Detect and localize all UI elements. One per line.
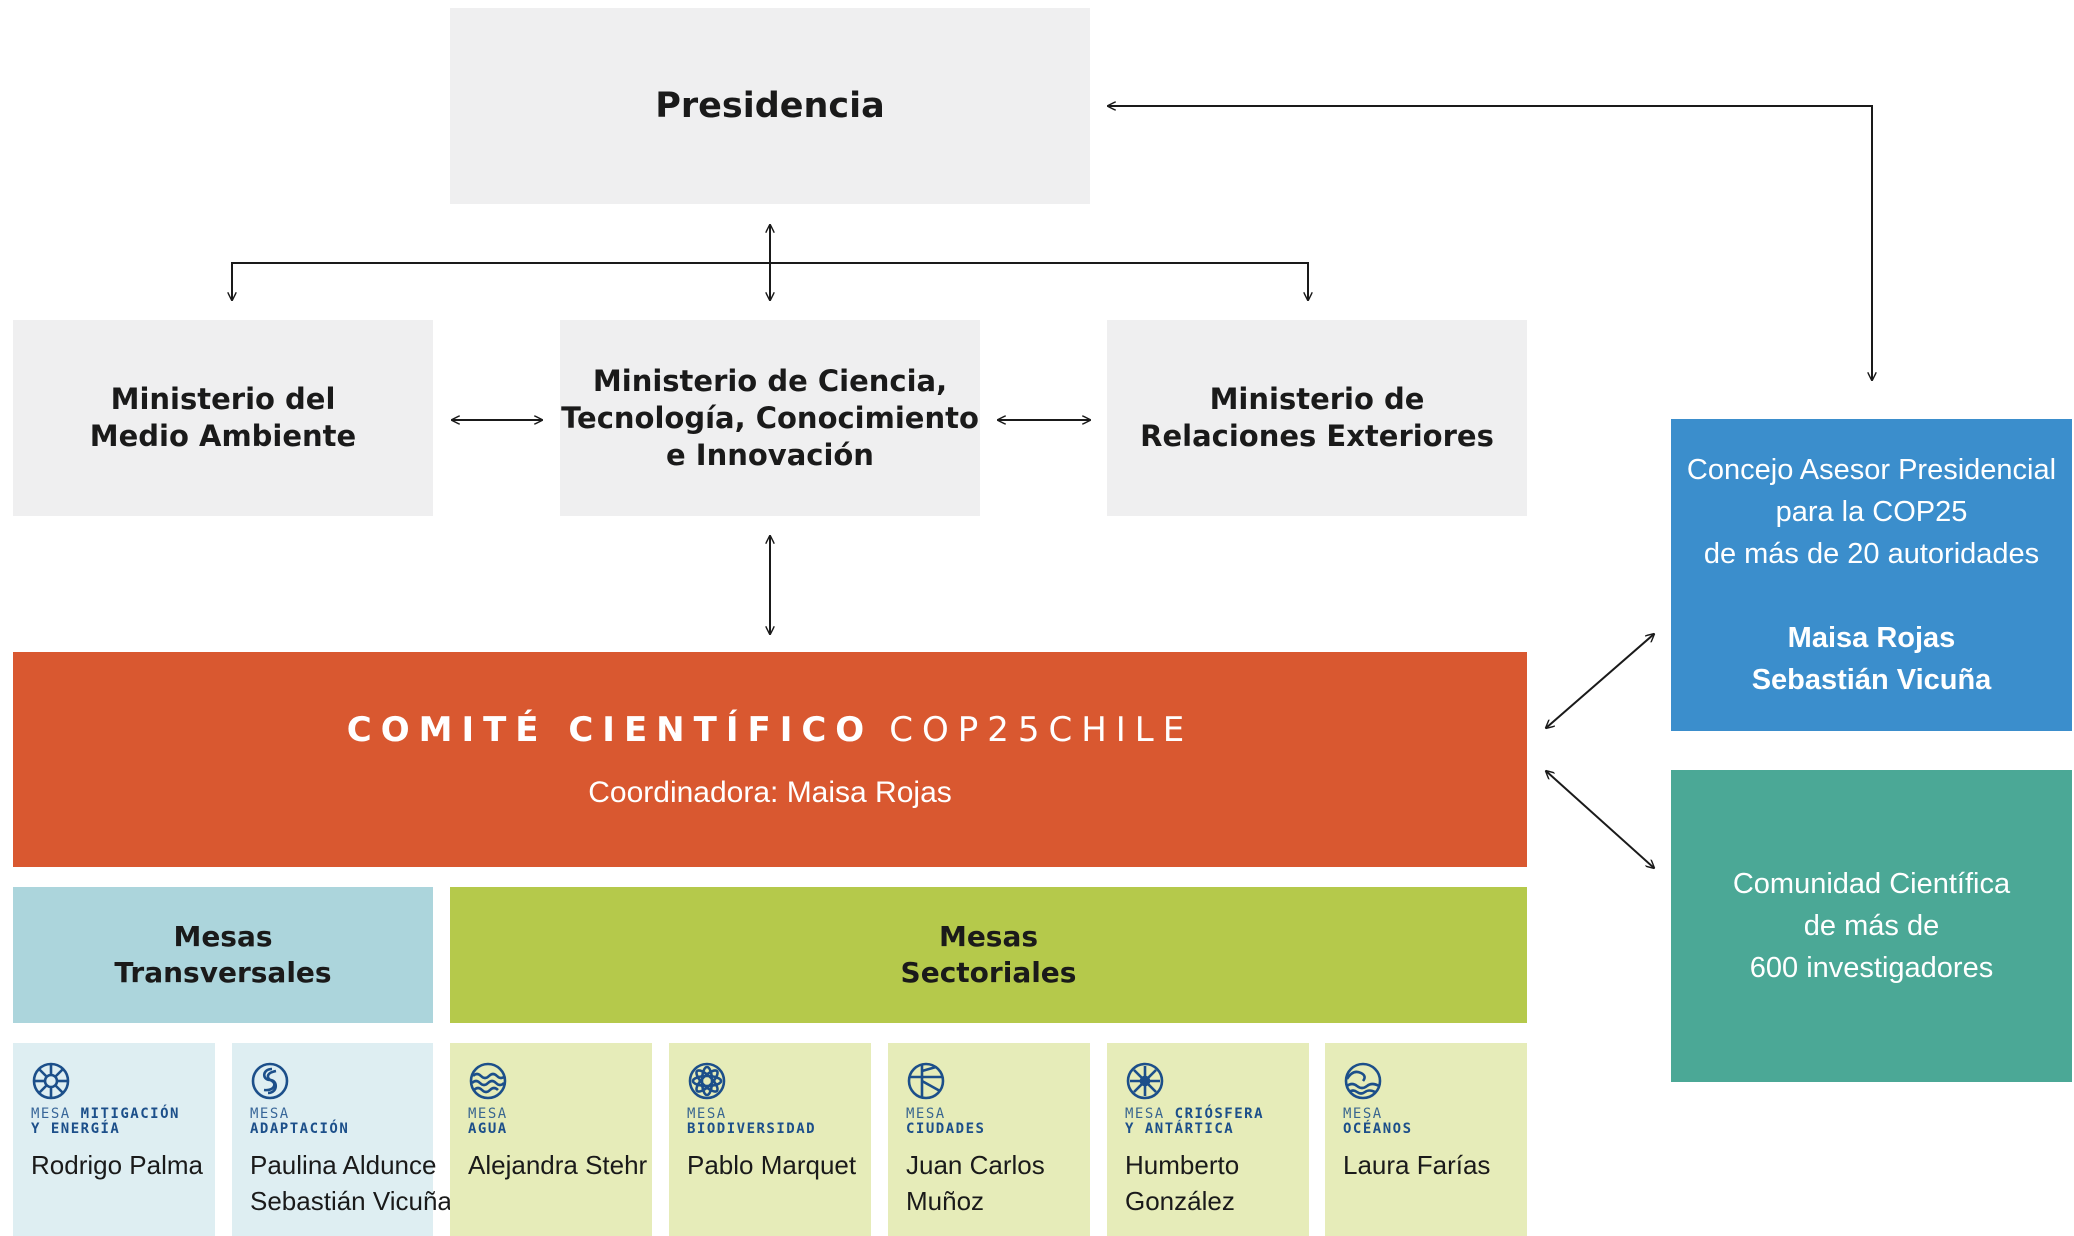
ministerio-relaciones-line2: Relaciones Exteriores — [1140, 419, 1494, 453]
comunidad-line3: 600 investigadores — [1749, 952, 1994, 984]
mesas-sectoriales-line1: Mesas — [938, 920, 1039, 953]
mesa-prefix: MESA — [1343, 1106, 1383, 1122]
mesa-card-ciudades: MESA CIUDADES Juan Carlos Muñoz — [888, 1043, 1090, 1236]
presidencia-label: Presidencia — [655, 86, 885, 126]
arrow-comite-concejo — [1546, 634, 1654, 728]
mesa-people: Rodrigo Palma — [31, 1147, 215, 1183]
comite-title: COMITÉ CIENTÍFICO COP25CHILE — [347, 710, 1193, 750]
city-icon — [907, 1062, 945, 1100]
ministerio-medio-ambiente-line1: Ministerio del — [110, 382, 336, 416]
mesa-person: Pablo Marquet — [687, 1150, 857, 1180]
concejo-name1: Maisa Rojas — [1787, 622, 1956, 654]
mesa-name-line2: Y ENERGÍA — [31, 1121, 121, 1137]
spiral-icon — [251, 1062, 289, 1100]
ministerio-ciencia-line3: e Innovación — [666, 437, 874, 472]
mesa-people: Pablo Marquet — [687, 1147, 871, 1183]
mesa-person: Sebastián Vicuña — [250, 1186, 452, 1216]
mesa-people: Humberto González — [1125, 1147, 1309, 1219]
mesa-label: MESA AGUA — [468, 1107, 652, 1137]
mesa-name-line2: Y ANTÁRTICA — [1125, 1121, 1235, 1137]
mesa-label: MESA OCÉANOS — [1343, 1107, 1527, 1137]
mesa-name-line2: AGUA — [468, 1121, 508, 1137]
mesa-label: MESA CIUDADES — [906, 1107, 1090, 1137]
connector-pres-relaciones — [770, 262, 1308, 300]
mesa-prefix: MESA — [468, 1106, 508, 1122]
mesas-sectoriales-box: Mesas Sectoriales — [450, 887, 1527, 1023]
mesa-person: González — [1125, 1186, 1235, 1216]
ministerio-medio-ambiente-box: Ministerio del Medio Ambiente — [13, 320, 433, 516]
mesa-people: Juan Carlos Muñoz — [906, 1147, 1090, 1219]
mesa-label: MESA ADAPTACIÓN — [250, 1107, 433, 1137]
connector-pres-medio — [232, 262, 770, 300]
mesa-card-oceanos: MESA OCÉANOS Laura Farías — [1325, 1043, 1527, 1236]
mesa-person: Laura Farías — [1343, 1150, 1491, 1180]
comite-title-bold: COMITÉ CIENTÍFICO — [346, 709, 874, 750]
mesa-person: Paulina Aldunce — [250, 1150, 437, 1180]
mesas-transversales-line2: Transversales — [114, 956, 332, 989]
sun-icon — [32, 1062, 70, 1100]
mesas-transversales-box: Mesas Transversales — [13, 887, 433, 1023]
mesa-person: Muñoz — [906, 1186, 985, 1216]
ministerio-ciencia-line2: Tecnología, Conocimiento — [561, 400, 979, 435]
mesa-name-line2: OCÉANOS — [1343, 1121, 1413, 1137]
concejo-line3: de más de 20 autoridades — [1703, 538, 2040, 570]
mesa-prefix: MESA — [906, 1106, 946, 1122]
mesa-card-biodiversidad: MESA BIODIVERSIDAD Pablo Marquet — [669, 1043, 871, 1236]
waves-icon — [1344, 1062, 1382, 1100]
mesa-name-line1: CRIÓSFERA — [1174, 1106, 1265, 1122]
concejo-line1: Concejo Asesor Presidencial — [1686, 454, 2057, 486]
mesa-prefix: MESA — [31, 1106, 71, 1122]
ministerio-medio-ambiente-line2: Medio Ambiente — [89, 419, 357, 453]
mesa-people: Laura Farías — [1343, 1147, 1527, 1183]
comite-title-light: COP25CHILE — [889, 709, 1194, 750]
mesa-prefix: MESA — [1125, 1106, 1165, 1122]
mesa-person: Alejandra Stehr — [468, 1150, 648, 1180]
comite-cientifico-box: COMITÉ CIENTÍFICO COP25CHILE Coordinadora… — [13, 652, 1527, 867]
mesa-person: Juan Carlos — [906, 1150, 1045, 1180]
mesa-people: Paulina Aldunce Sebastián Vicuña — [250, 1147, 452, 1219]
mesa-people: Alejandra Stehr — [468, 1147, 652, 1183]
concejo-line2: para la COP25 — [1775, 496, 1968, 528]
ministerio-relaciones-box: Ministerio de Relaciones Exteriores — [1107, 320, 1527, 516]
ministerio-ciencia-line1: Ministerio de Ciencia, — [592, 363, 948, 398]
flower-icon — [688, 1062, 726, 1100]
mesa-person: Humberto — [1125, 1150, 1240, 1180]
water-icon — [469, 1062, 507, 1100]
mesa-name-line2: CIUDADES — [906, 1121, 986, 1137]
mesa-label: MESA BIODIVERSIDAD — [687, 1107, 871, 1137]
mesa-prefix: MESA — [250, 1106, 290, 1122]
concejo-name2: Sebastián Vicuña — [1751, 664, 1992, 696]
comunidad-line1: Comunidad Científica — [1732, 868, 2011, 900]
mesa-card-agua: MESA AGUA Alejandra Stehr — [450, 1043, 652, 1236]
mesa-card-criosfera: MESA CRIÓSFERA Y ANTÁRTICA Humberto Gonz… — [1107, 1043, 1309, 1236]
mesa-name-line2: BIODIVERSIDAD — [687, 1121, 817, 1137]
comite-coordinadora: Coordinadora: Maisa Rojas — [588, 775, 952, 809]
mesas-transversales-line1: Mesas — [173, 920, 273, 953]
mesa-card-mitigacion: MESA MITIGACIÓN Y ENERGÍA Rodrigo Palma — [13, 1043, 215, 1236]
connector-pres-concejo — [1108, 106, 1872, 380]
mesa-label: MESA MITIGACIÓN Y ENERGÍA — [31, 1107, 215, 1137]
ministerio-relaciones-line1: Ministerio de — [1209, 382, 1425, 416]
mesa-prefix: MESA — [687, 1106, 727, 1122]
mesa-card-adaptacion: MESA ADAPTACIÓN Paulina Aldunce Sebastiá… — [232, 1043, 452, 1236]
comunidad-line2: de más de — [1803, 910, 1940, 942]
presidencia-box: Presidencia — [450, 8, 1090, 204]
concejo-asesor-box: Concejo Asesor Presidencial para la COP2… — [1671, 419, 2072, 731]
mesas-sectoriales-line2: Sectoriales — [900, 956, 1077, 989]
mesa-label: MESA CRIÓSFERA Y ANTÁRTICA — [1125, 1107, 1309, 1137]
comunidad-cientifica-box: Comunidad Científica de más de 600 inves… — [1671, 770, 2072, 1082]
arrow-comite-comunidad — [1546, 771, 1654, 868]
mesa-person: Rodrigo Palma — [31, 1150, 203, 1180]
snowflake-icon — [1126, 1062, 1164, 1100]
mesa-name-line2: ADAPTACIÓN — [250, 1121, 350, 1137]
ministerio-ciencia-box: Ministerio de Ciencia, Tecnología, Conoc… — [560, 320, 980, 516]
mesa-name-line1: MITIGACIÓN — [80, 1106, 180, 1122]
